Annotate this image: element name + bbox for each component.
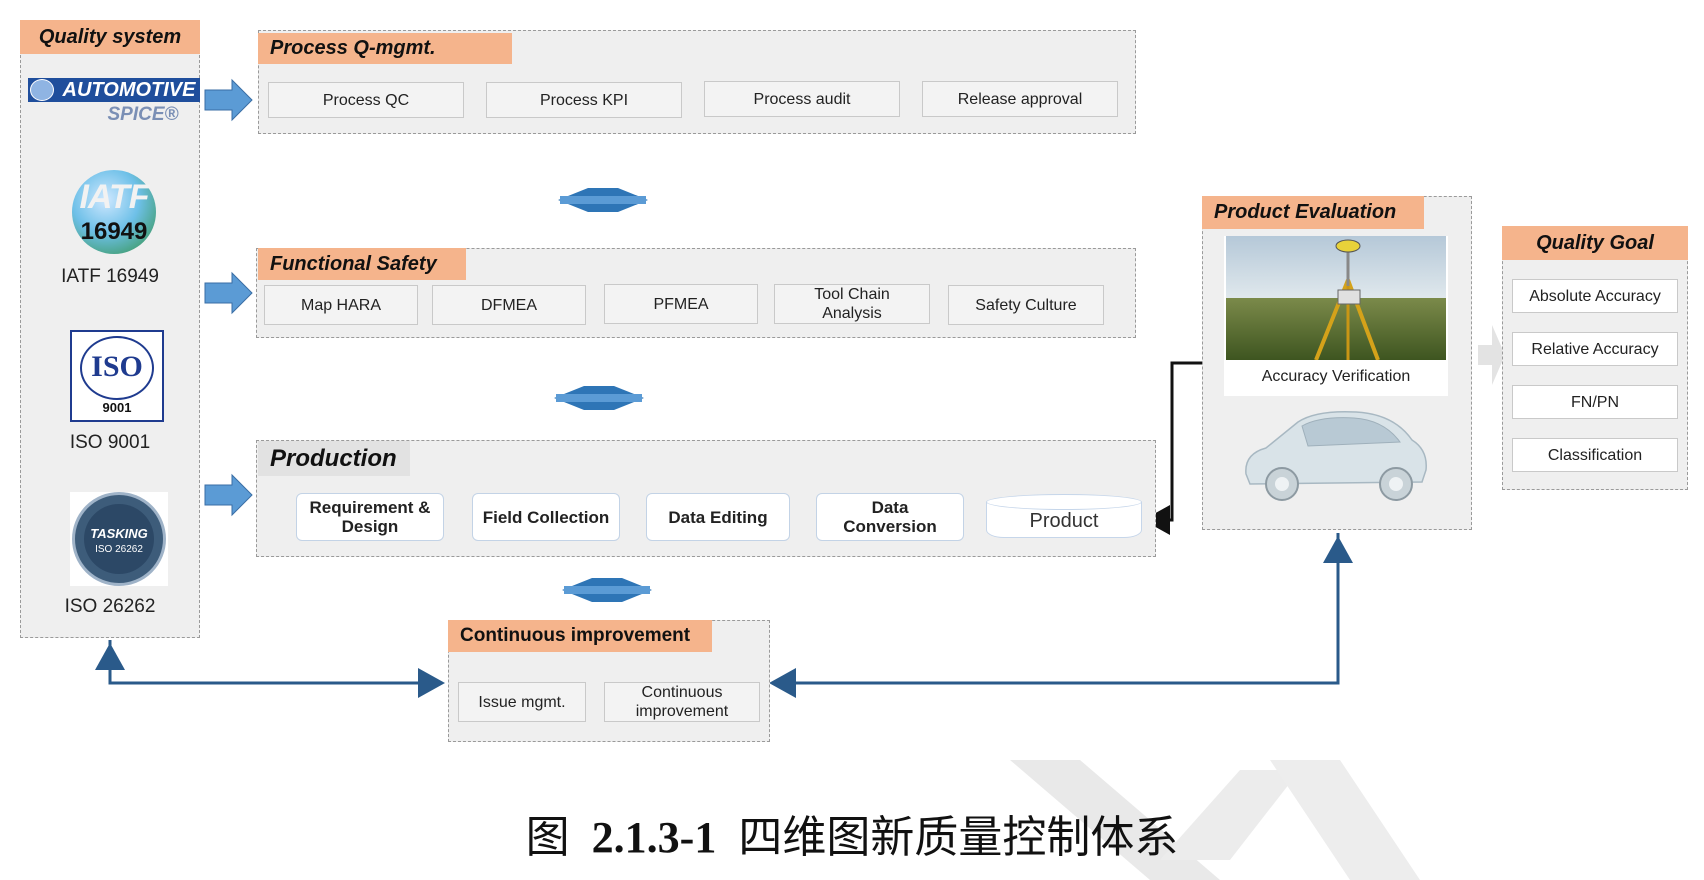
safety-item-culture: Safety Culture (948, 285, 1104, 325)
product-database: Product (986, 494, 1144, 540)
iatf-label: IATF 16949 (20, 266, 200, 288)
product-label: Product (986, 510, 1142, 533)
accuracy-verification-card: Accuracy Verification (1224, 236, 1448, 396)
iso-9001-label: ISO 9001 (20, 432, 200, 454)
globe-icon (30, 79, 54, 101)
goal-relative-accuracy: Relative Accuracy (1512, 332, 1678, 366)
iso-logo-number: 9001 (72, 400, 162, 415)
process-item-audit: Process audit (704, 81, 900, 117)
spice-logo-text: AUTOMOTIVE (58, 78, 200, 102)
tasking-logo-text: TASKING (70, 526, 168, 541)
production-step-editing: Data Editing (646, 493, 790, 541)
production-title: Production (258, 441, 410, 476)
quality-system-title: Quality system (20, 20, 200, 54)
process-item-release: Release approval (922, 81, 1118, 117)
iatf-logo: IATF 16949 (66, 168, 162, 258)
iso-9001-logo: ISO 9001 (70, 330, 164, 422)
process-item-kpi: Process KPI (486, 82, 682, 118)
iso-logo-text: ISO (72, 350, 162, 384)
process-qmgmt-title: Process Q-mgmt. (258, 33, 512, 64)
continuous-improvement-title: Continuous improvement (448, 620, 712, 652)
tasking-logo-sub: ISO 26262 (70, 544, 168, 555)
iatf-logo-number: 16949 (66, 218, 162, 246)
production-step-requirement: Requirement & Design (296, 493, 444, 541)
safety-item-toolchain: Tool Chain Analysis (774, 284, 930, 324)
quality-goal-title: Quality Goal (1502, 226, 1688, 260)
goal-fn-pn: FN/PN (1512, 385, 1678, 419)
issue-mgmt-box: Issue mgmt. (458, 682, 586, 722)
product-evaluation-title: Product Evaluation (1202, 196, 1424, 229)
block-arrow-to-process (205, 80, 252, 120)
figure-caption: 图 2.1.3-1 四维图新质量控制体系 (0, 808, 1704, 868)
safety-item-hara: Map HARA (264, 285, 418, 325)
spice-logo-sub: SPICE® (88, 104, 198, 126)
block-arrow-to-production (205, 475, 252, 515)
safety-item-dfmea: DFMEA (432, 285, 586, 325)
goal-classification: Classification (1512, 438, 1678, 472)
production-step-collection: Field Collection (472, 493, 620, 541)
iso-26262-logo: TASKING ISO 26262 (70, 492, 168, 586)
production-step-conversion: Data Conversion (816, 493, 964, 541)
iatf-logo-text: IATF (66, 178, 162, 217)
automotive-spice-logo: AUTOMOTIVE SPICE® (28, 78, 200, 130)
block-arrow-to-safety (205, 273, 252, 313)
car-image (1236, 404, 1432, 504)
functional-safety-title: Functional Safety (258, 248, 466, 280)
process-item-qc: Process QC (268, 82, 464, 118)
accuracy-verification-caption: Accuracy Verification (1224, 368, 1448, 386)
survey-photo (1226, 236, 1446, 360)
caption-number: 2.1.3-1 (592, 813, 717, 862)
safety-item-pfmea: PFMEA (604, 284, 758, 324)
continuous-improvement-box: Continuous improvement (604, 682, 760, 722)
caption-text: 四维图新质量控制体系 (738, 813, 1178, 862)
faint-arrow-to-goal (1478, 325, 1505, 385)
goal-absolute-accuracy: Absolute Accuracy (1512, 279, 1678, 313)
caption-figure-label: 图 (526, 813, 570, 862)
iso-26262-label: ISO 26262 (20, 596, 200, 618)
